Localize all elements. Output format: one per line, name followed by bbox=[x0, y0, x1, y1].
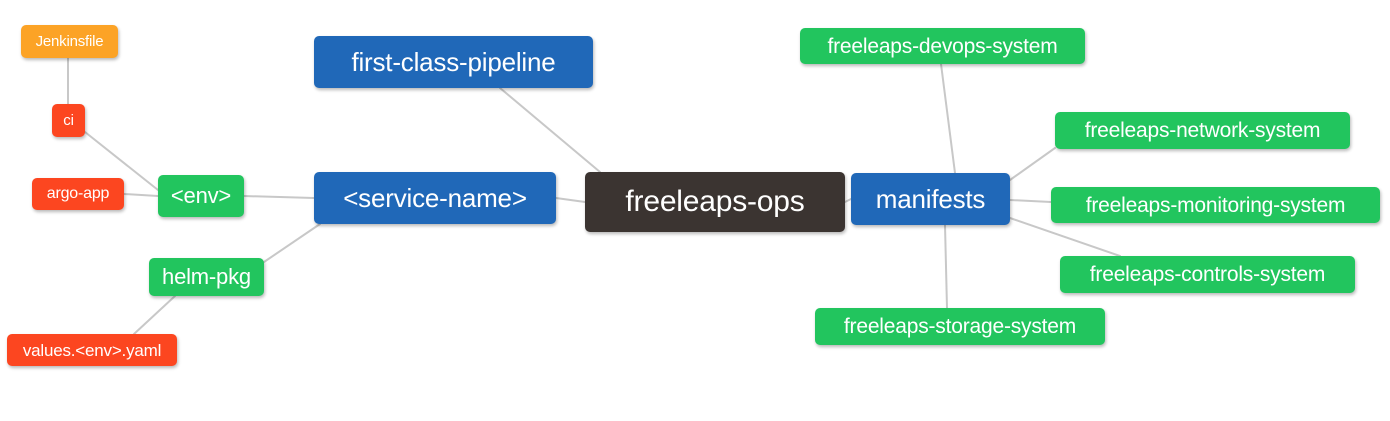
edge-manifests-to-freeleaps-storage-system bbox=[944, 224, 948, 309]
node-manifests[interactable]: manifests bbox=[851, 173, 1010, 225]
node-first-class-pipeline[interactable]: first-class-pipeline bbox=[314, 36, 593, 88]
edge-service-name-to-helm-pkg bbox=[263, 223, 321, 263]
node-label-freeleaps-monitoring-system: freeleaps-monitoring-system bbox=[1085, 193, 1346, 217]
node-freeleaps-monitoring-system[interactable]: freeleaps-monitoring-system bbox=[1051, 187, 1380, 223]
edge-helm-pkg-to-values-env-yaml bbox=[133, 295, 176, 335]
node-ci[interactable]: ci bbox=[52, 104, 85, 137]
node-values-env-yaml[interactable]: values.<env>.yaml bbox=[7, 334, 177, 366]
node-label-freeleaps-devops-system: freeleaps-devops-system bbox=[827, 34, 1058, 58]
node-freeleaps-network-system[interactable]: freeleaps-network-system bbox=[1055, 112, 1350, 149]
node-service-name[interactable]: <service-name> bbox=[314, 172, 556, 224]
edge-env-to-argo-app bbox=[123, 193, 159, 197]
node-argo-app[interactable]: argo-app bbox=[32, 178, 124, 210]
node-freeleaps-devops-system[interactable]: freeleaps-devops-system bbox=[800, 28, 1085, 64]
node-helm-pkg[interactable]: helm-pkg bbox=[149, 258, 264, 296]
node-label-freeleaps-controls-system: freeleaps-controls-system bbox=[1089, 263, 1326, 286]
node-label-freeleaps-ops: freeleaps-ops bbox=[625, 185, 805, 218]
edge-freeleaps-ops-to-service-name bbox=[555, 197, 586, 203]
node-label-jenkinsfile: Jenkinsfile bbox=[35, 33, 104, 50]
node-jenkinsfile[interactable]: Jenkinsfile bbox=[21, 25, 118, 58]
node-label-freeleaps-network-system: freeleaps-network-system bbox=[1084, 119, 1321, 142]
node-label-values-env-yaml: values.<env>.yaml bbox=[22, 340, 162, 360]
node-label-env: <env> bbox=[170, 183, 232, 208]
edge-manifests-to-freeleaps-devops-system bbox=[940, 63, 956, 174]
node-label-service-name: <service-name> bbox=[343, 183, 527, 213]
edge-manifests-to-freeleaps-monitoring-system bbox=[1009, 199, 1052, 203]
edge-manifests-to-freeleaps-network-system bbox=[1009, 147, 1056, 181]
node-label-first-class-pipeline: first-class-pipeline bbox=[351, 47, 556, 77]
node-label-manifests: manifests bbox=[875, 184, 986, 214]
edge-freeleaps-ops-to-first-class-pipeline bbox=[499, 87, 601, 173]
node-freeleaps-controls-system[interactable]: freeleaps-controls-system bbox=[1060, 256, 1355, 293]
node-label-argo-app: argo-app bbox=[46, 185, 110, 202]
edge-service-name-to-env bbox=[243, 195, 315, 199]
node-label-freeleaps-storage-system: freeleaps-storage-system bbox=[843, 315, 1077, 338]
node-label-ci: ci bbox=[63, 112, 74, 129]
node-label-helm-pkg: helm-pkg bbox=[162, 264, 251, 289]
node-freeleaps-ops[interactable]: freeleaps-ops bbox=[585, 172, 845, 232]
node-freeleaps-storage-system[interactable]: freeleaps-storage-system bbox=[815, 308, 1105, 345]
node-env[interactable]: <env> bbox=[158, 175, 244, 217]
edge-manifests-to-freeleaps-controls-system bbox=[1009, 217, 1121, 257]
